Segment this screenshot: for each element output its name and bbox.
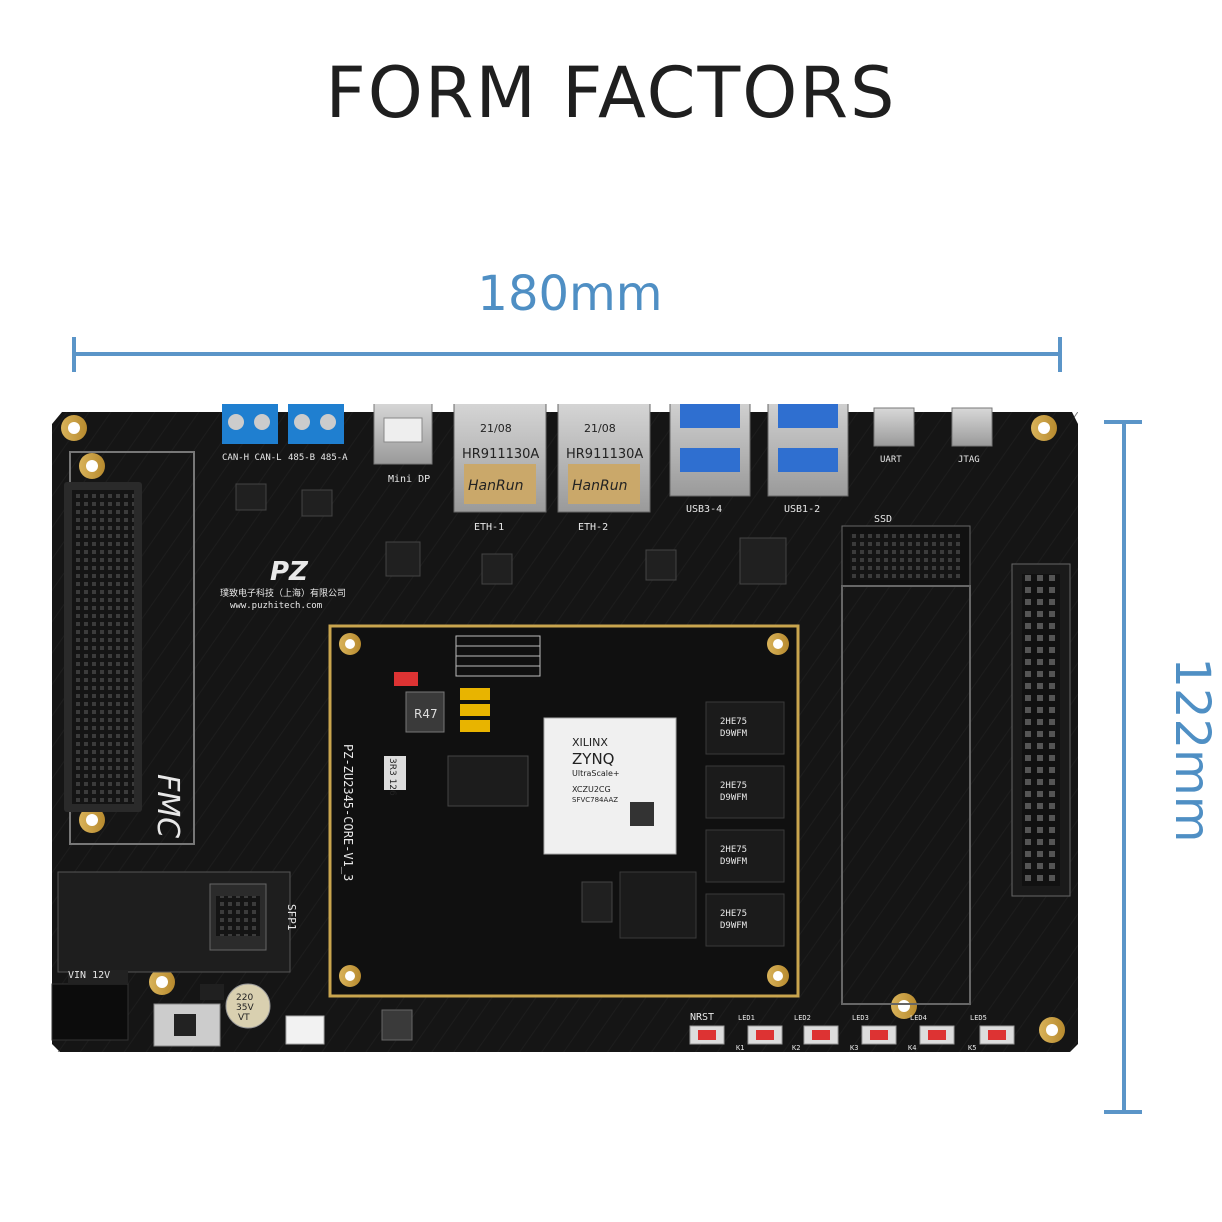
usb34-label: USB3-4 (686, 504, 722, 515)
minidp-label: Mini DP (388, 474, 430, 485)
soc-family: ZYNQ (572, 750, 614, 768)
eth2-part: HR911130A (566, 447, 643, 462)
nrst-label: NRST (690, 1012, 714, 1023)
soc-series: UltraScale+ (572, 769, 620, 778)
usb12-label: USB1-2 (784, 504, 820, 515)
company-name: 璞致电子科技（上海）有限公司 (220, 587, 346, 599)
pcb-image: FMC SFP1 VIN 12V 220 35V VT CAN-H CAN-L … (51, 389, 1078, 1052)
usb12-connector: USB1-2 (767, 389, 849, 515)
led-label: LED2 (794, 1014, 811, 1022)
rs485-label: 485-B 485-A (288, 453, 348, 463)
key-label: K2 (792, 1044, 800, 1052)
inductor-label: R47 (414, 707, 438, 721)
eth2-rj45: 21/08 HR911130A HanRun ETH-2 (557, 397, 651, 533)
eth2-label: ETH-2 (578, 522, 608, 533)
usb34-connector: USB3-4 (669, 389, 751, 515)
ddr-text: 2HE75 (720, 909, 747, 919)
height-label: 122mm (1164, 657, 1220, 843)
eth1-date: 21/08 (480, 422, 512, 435)
board-logo-icon: PZ (270, 557, 309, 587)
ddr-chip (705, 893, 785, 947)
key-label: K1 (736, 1044, 744, 1052)
ssd-label: SSD (874, 514, 892, 525)
uart-label: UART (880, 455, 902, 465)
led-label: LED5 (970, 1014, 987, 1022)
ddr-text: D9WFM (720, 857, 748, 867)
key-label: K4 (908, 1044, 916, 1052)
cap-type: VT (238, 1013, 250, 1023)
ddr-text: D9WFM (720, 793, 748, 803)
pcb-board: FMC SFP1 VIN 12V 220 35V VT CAN-H CAN-L … (50, 389, 1080, 1060)
eth2-brand: HanRun (572, 478, 627, 494)
ddr-chip (705, 701, 785, 755)
key-label: K5 (968, 1044, 976, 1052)
ddr-text: 2HE75 (720, 845, 747, 855)
user-button-list (747, 1025, 1015, 1045)
company-url: www.puzhitech.com (230, 601, 322, 611)
led-label: LED3 (852, 1014, 869, 1022)
jtag-port (951, 407, 993, 447)
ddr-chip (705, 829, 785, 883)
vin-label: VIN 12V (68, 970, 110, 981)
eth1-label: ETH-1 (474, 522, 504, 533)
soc-lot: SFVC784AAZ (572, 796, 618, 804)
ddr-chip-list: 2HE75 D9WFM 2HE75 D9WFM 2HE75 D9WFM 2HE7… (705, 701, 785, 947)
jtag-label: JTAG (958, 455, 980, 465)
reset-button[interactable] (689, 1025, 725, 1045)
core-board-label: PZ-ZU2345-CORE-V1_3 (341, 744, 355, 881)
uart-port (873, 407, 915, 447)
soc-brand: XILINX (572, 736, 608, 749)
ddr-text: D9WFM (720, 729, 748, 739)
key-label: K3 (850, 1044, 858, 1052)
cap-value: 220 (236, 993, 253, 1003)
eth1-part: HR911130A (462, 447, 539, 462)
eth1-brand: HanRun (468, 478, 523, 494)
width-label: 180mm (477, 266, 663, 322)
mounting-hole-icon (61, 415, 1065, 1043)
eth1-rj45: 21/08 HR911130A HanRun ETH-1 (453, 397, 547, 533)
ddr-text: D9WFM (720, 921, 748, 931)
fmc-label: FMC (150, 774, 185, 838)
zynq-soc (543, 717, 677, 855)
ddr-chip (705, 765, 785, 819)
led-label: LED4 (910, 1014, 927, 1022)
inductor2-label: 3R3 126 (387, 758, 397, 796)
cap-voltage: 35V (236, 1003, 254, 1013)
page-title: FORM FACTORS (325, 52, 897, 134)
can-label: CAN-H CAN-L (222, 453, 282, 463)
eth2-date: 21/08 (584, 422, 616, 435)
ddr-text: 2HE75 (720, 717, 747, 727)
led-label: LED1 (738, 1014, 755, 1022)
fmc-connector (72, 490, 134, 804)
ddr-text: 2HE75 (720, 781, 747, 791)
soc-part: XCZU2CG (572, 785, 611, 794)
sfp-label: SFP1 (285, 904, 298, 931)
